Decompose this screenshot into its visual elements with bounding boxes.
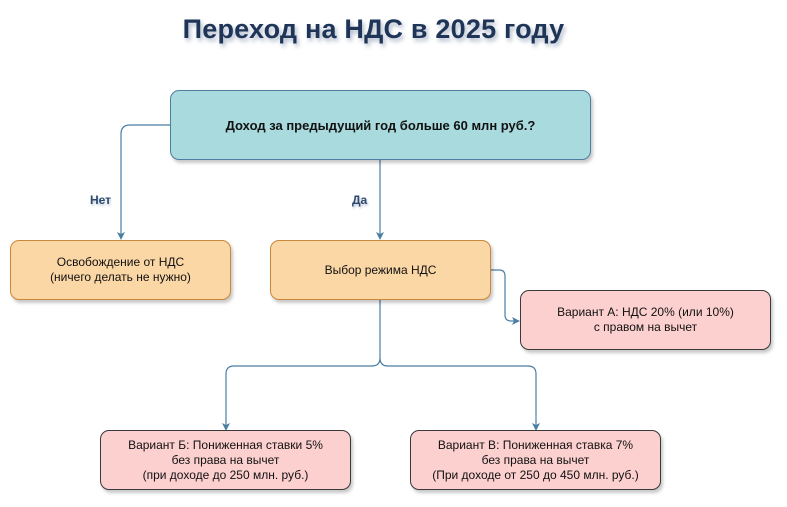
edge-trunk [222, 300, 381, 431]
edge-label-no: Нет [90, 193, 112, 207]
edge-label-yes: Да [352, 193, 368, 207]
question-node[interactable]: Доход за предыдущий год больше 60 млн ру… [170, 90, 591, 160]
edge-variant-a [491, 269, 520, 325]
exemption-node[interactable]: Освобождение от НДС (ничего делать не ну… [10, 240, 231, 300]
variant-b-node[interactable]: Вариант Б: Пониженная ставки 5% без прав… [100, 430, 351, 490]
variant-a-node[interactable]: Вариант А: НДС 20% (или 10%) с правом на… [520, 290, 771, 350]
choose-mode-node[interactable]: Выбор режима НДС [270, 240, 491, 300]
variant-b-text: Вариант Б: Пониженная ставки 5% без прав… [128, 437, 323, 482]
variant-v-text: Вариант В: Пониженная ставка 7% без прав… [432, 437, 639, 482]
exemption-text: Освобождение от НДС (ничего делать не ну… [50, 255, 191, 284]
variant-a-text: Вариант А: НДС 20% (или 10%) с правом на… [557, 305, 734, 334]
edge-no [117, 124, 171, 240]
choose-mode-text: Выбор режима НДС [324, 262, 437, 277]
diagram-title: Переход на НДС в 2025 году [182, 14, 565, 44]
edge-variant-v [379, 357, 540, 431]
variant-v-node[interactable]: Вариант В: Пониженная ставка 7% без прав… [410, 430, 661, 490]
question-text: Доход за предыдущий год больше 60 млн ру… [225, 117, 536, 133]
